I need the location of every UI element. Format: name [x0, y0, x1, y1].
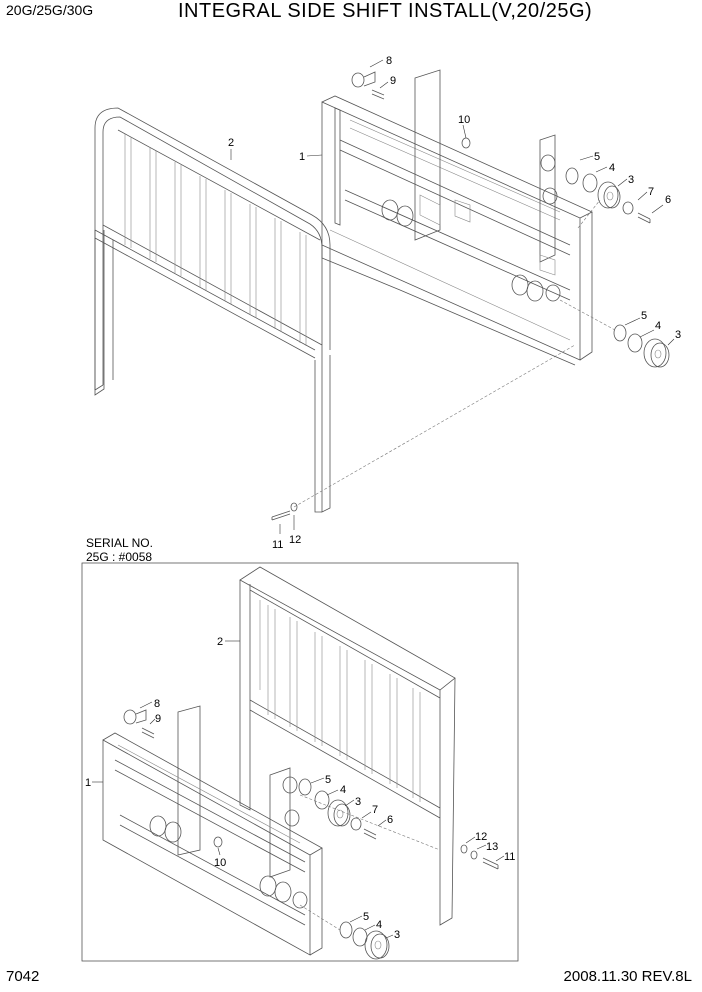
upper-load-backrest — [94, 107, 331, 513]
lower-roller-stack-bottom — [339, 921, 390, 960]
lower-callouts: 2 1 8 9 10 5 4 3 7 6 5 4 3 12 13 11 — [85, 636, 515, 941]
page-title: INTEGRAL SIDE SHIFT INSTALL(V,20/25G) — [178, 0, 593, 22]
upper-roller-stack-bottom — [613, 324, 670, 368]
lower-roller-stack-top — [298, 778, 377, 840]
svg-text:4: 4 — [340, 784, 346, 796]
lower-side-shifter-frame — [102, 705, 323, 956]
svg-text:12: 12 — [475, 831, 487, 843]
lower-view-frame — [81, 562, 519, 962]
upper-callouts: 2 1 8 9 10 5 4 3 7 6 5 4 3 11 12 — [228, 55, 681, 551]
date-revision: 2008.11.30 REV.8L — [563, 968, 692, 985]
page-number: 7042 — [6, 968, 40, 985]
svg-text:5: 5 — [363, 911, 369, 923]
svg-text:4: 4 — [376, 919, 382, 931]
svg-text:7: 7 — [648, 186, 654, 198]
model-label: 20G/25G/30G — [6, 2, 94, 18]
svg-text:13: 13 — [486, 841, 498, 853]
upper-leader-lines — [230, 59, 675, 534]
svg-text:12: 12 — [289, 534, 301, 546]
upper-roller-stack-top — [565, 167, 651, 224]
svg-text:10: 10 — [214, 857, 226, 869]
lower-load-backrest — [239, 566, 456, 926]
svg-text:2: 2 — [217, 636, 223, 648]
serial-note-label: SERIAL NO. — [86, 536, 153, 550]
svg-text:8: 8 — [154, 698, 160, 710]
upper-bolt-washer — [271, 502, 298, 521]
svg-text:3: 3 — [355, 796, 361, 808]
svg-text:3: 3 — [628, 174, 634, 186]
svg-text:1: 1 — [299, 151, 305, 163]
svg-text:9: 9 — [155, 713, 161, 725]
svg-text:6: 6 — [665, 194, 671, 206]
svg-text:6: 6 — [387, 814, 393, 826]
svg-text:1: 1 — [85, 777, 91, 789]
svg-text:7: 7 — [372, 804, 378, 816]
svg-text:10: 10 — [458, 114, 470, 126]
serial-note-value: 25G : #0058 — [86, 550, 153, 564]
svg-text:5: 5 — [325, 774, 331, 786]
lower-frame-rollers — [149, 776, 308, 909]
svg-text:11: 11 — [272, 539, 283, 551]
lower-grease-fitting — [123, 709, 155, 739]
svg-text:8: 8 — [386, 55, 392, 67]
svg-text:4: 4 — [609, 162, 615, 174]
lower-leader-lines — [92, 640, 505, 939]
svg-text:2: 2 — [228, 137, 234, 149]
upper-frame-rollers — [381, 154, 561, 302]
svg-text:5: 5 — [594, 151, 600, 163]
svg-text:11: 11 — [504, 851, 515, 863]
lower-bolt-washer — [460, 844, 499, 870]
svg-text:9: 9 — [390, 75, 396, 87]
svg-text:4: 4 — [655, 320, 661, 332]
svg-text:3: 3 — [675, 329, 681, 341]
svg-text:5: 5 — [641, 310, 647, 322]
upper-side-shifter-frame — [321, 69, 593, 366]
svg-text:3: 3 — [394, 929, 400, 941]
